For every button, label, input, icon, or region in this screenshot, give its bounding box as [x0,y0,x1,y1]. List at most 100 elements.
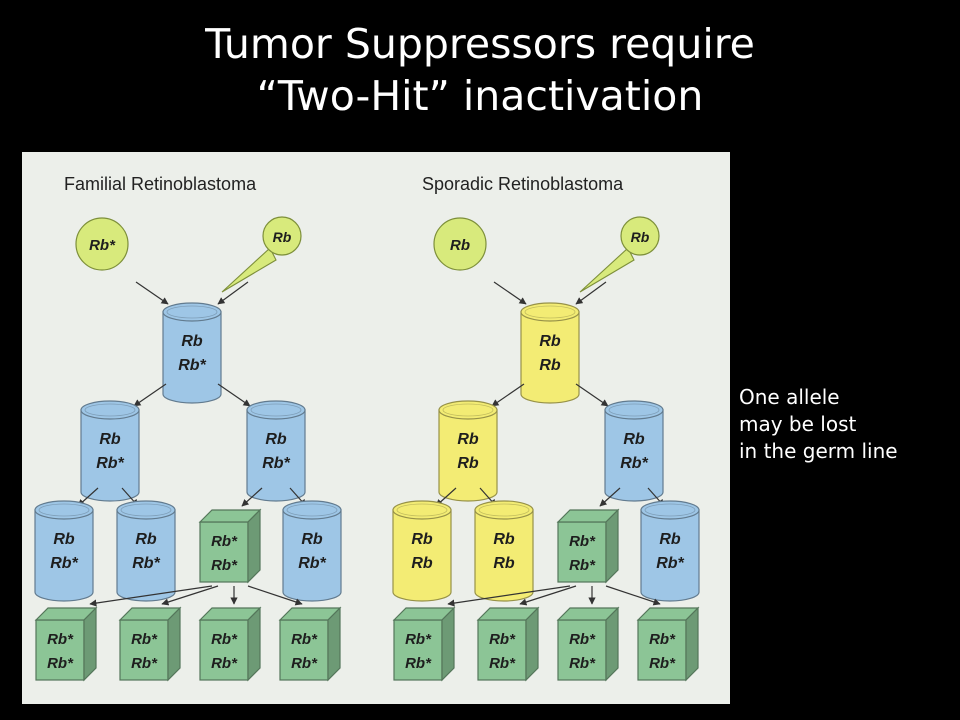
allele-bottom-label: Rb* [211,655,238,672]
allele-bottom-label: Rb* [489,655,516,672]
two-hit-diagram: Familial RetinoblastomaRb*RbRbRb*RbRb*Rb… [34,174,700,682]
tumor-cell: Rb* Rb* [392,606,456,682]
tumor-cell: Rb* Rb* [34,606,98,682]
allele-bottom-label: Rb* [50,555,78,572]
allele-top-label: Rb [135,531,157,548]
arrow [217,281,249,305]
allele-top-label: Rb* [211,631,238,648]
allele-top-label: Rb* [569,533,596,550]
note-line-2: may be lost [739,412,857,436]
arrow [447,585,571,607]
allele-bottom-label: Rb* [211,557,238,574]
panel-title: Familial Retinoblastoma [64,174,257,194]
arrow [491,383,525,407]
arrow [493,281,527,305]
tumor-cell: Rb* Rb* [198,508,262,584]
allele-bottom-label: Rb* [569,655,596,672]
allele-bottom-label: Rb [457,455,479,472]
allele-top-label: Rb [99,431,121,448]
side-note: One allele may be lost in the germ line [739,384,898,465]
slide-title: Tumor Suppressors require “Two-Hit” inac… [0,18,960,122]
arrow [135,281,169,305]
arrow [605,585,661,606]
allele-bottom-label: Rb* [656,555,684,572]
allele-bottom-label: Rb* [620,455,648,472]
allele-bottom-label: Rb [411,555,433,572]
arrow [133,383,167,407]
sperm-allele-label: Rb [273,229,292,245]
egg-cell: Rb* [75,217,129,271]
egg-allele-label: Rb [450,237,470,254]
note-line-3: in the germ line [739,439,898,463]
allele-bottom-label: Rb* [298,555,326,572]
arrow [89,585,213,607]
panel-title: Sporadic Retinoblastoma [422,174,624,194]
tumor-cell: Rb* Rb* [278,606,342,682]
arrow [519,585,577,606]
tumor-cell: Rb* Rb* [198,606,262,682]
allele-bottom-label: Rb* [291,655,318,672]
allele-top-label: Rb [411,531,433,548]
allele-top-label: Rb* [131,631,158,648]
allele-top-label: Rb* [649,631,676,648]
arrow [217,383,251,407]
arrow [575,383,609,407]
note-line-1: One allele [739,385,840,409]
tumor-cell: Rb* Rb* [118,606,182,682]
sperm-cell: Rb [221,216,302,293]
allele-top-label: Rb* [489,631,516,648]
allele-top-label: Rb* [405,631,432,648]
allele-top-label: Rb [301,531,323,548]
allele-top-label: Rb* [569,631,596,648]
title-line-2: “Two-Hit” inactivation [256,72,704,120]
allele-bottom-label: Rb* [132,555,160,572]
allele-top-label: Rb [493,531,515,548]
allele-bottom-label: Rb [539,357,561,374]
panel-sporadic: Sporadic Retinoblastoma [422,174,624,194]
allele-top-label: Rb [53,531,75,548]
allele-bottom-label: Rb* [569,557,596,574]
allele-top-label: Rb [265,431,287,448]
sperm-allele-label: Rb [631,229,650,245]
tumor-cell: Rb* Rb* [636,606,700,682]
allele-top-label: Rb [539,333,561,350]
egg-allele-label: Rb* [89,237,116,254]
arrow [575,281,607,305]
allele-top-label: Rb* [47,631,74,648]
allele-top-label: Rb [659,531,681,548]
allele-top-label: Rb [181,333,203,350]
arrow [247,585,303,606]
allele-top-label: Rb [457,431,479,448]
allele-bottom-label: Rb* [262,455,290,472]
allele-bottom-label: Rb* [131,655,158,672]
arrow [241,487,263,507]
allele-top-label: Rb* [211,533,238,550]
allele-bottom-label: Rb* [47,655,74,672]
title-line-1: Tumor Suppressors require [205,20,755,68]
allele-top-label: Rb* [291,631,318,648]
arrow [161,585,219,606]
allele-bottom-label: Rb* [649,655,676,672]
allele-bottom-label: Rb* [178,357,206,374]
panel-familial: Familial Retinoblastoma [64,174,257,194]
allele-bottom-label: Rb* [96,455,124,472]
egg-cell: Rb [433,217,487,271]
allele-bottom-label: Rb* [405,655,432,672]
allele-top-label: Rb [623,431,645,448]
arrow [599,487,621,507]
tumor-cell: Rb* Rb* [556,508,620,584]
allele-bottom-label: Rb [493,555,515,572]
sperm-cell: Rb [579,216,660,293]
tumor-cell: Rb* Rb* [556,606,620,682]
